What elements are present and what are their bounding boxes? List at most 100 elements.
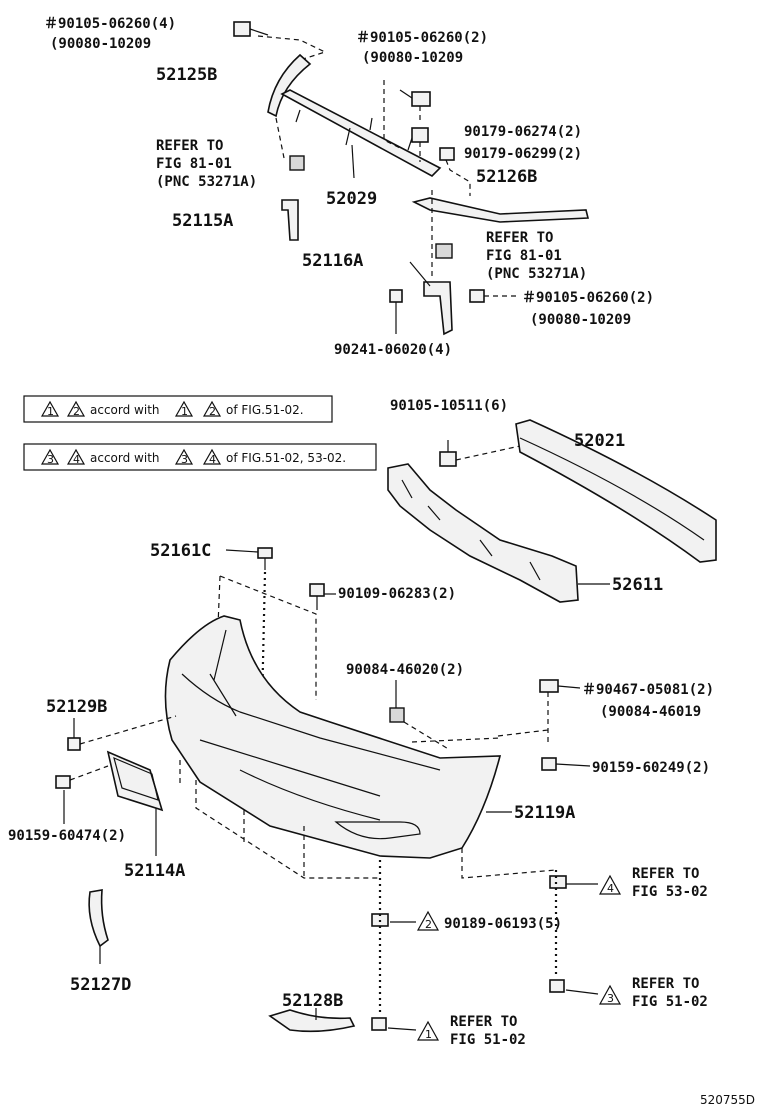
label-52126b: 52126B	[476, 167, 537, 187]
triangle-mark-text: 1	[425, 1028, 432, 1041]
label-90105-06260-2: ＃90105-06260(2)	[522, 290, 654, 306]
bolt-icon	[233, 21, 269, 37]
detail-line	[181, 673, 441, 840]
label-refer-to: REFER TO	[156, 138, 223, 154]
leader-line	[403, 721, 451, 751]
leader-line	[257, 35, 327, 61]
leader-line	[419, 142, 471, 196]
note-text: accord with	[90, 451, 160, 465]
leader-line	[455, 445, 521, 461]
strip-52126b	[411, 197, 590, 223]
label-52116a: 52116A	[302, 251, 363, 271]
label-52114a: 52114A	[124, 861, 185, 881]
clip-icon	[257, 547, 273, 570]
triangle-mark-4	[598, 874, 622, 895]
label-90084-46019: (90084-46019	[600, 704, 701, 720]
molding-52128b	[268, 1009, 356, 1033]
leader-line	[69, 765, 109, 781]
triangle-mark-1	[416, 1020, 440, 1041]
label-fig-81-01: FIG 81-01	[486, 248, 562, 264]
label-52128b: 52128B	[282, 991, 343, 1011]
leader-line	[79, 715, 177, 745]
label-52115a: 52115A	[172, 211, 233, 231]
bolt-icon	[541, 757, 557, 771]
side-marker-52114a	[106, 750, 164, 812]
triangle-mark-1: 1	[47, 405, 54, 418]
triangle-mark-text: 2	[425, 918, 432, 931]
clip-icon	[539, 679, 559, 693]
figure-code: 520755D	[700, 1093, 755, 1107]
label-90080-10209: (90080-10209	[362, 50, 463, 66]
leader-line	[411, 737, 501, 743]
screw-icon	[549, 979, 565, 993]
note-text: of FIG.51-02.	[226, 403, 304, 417]
detail-line	[401, 479, 541, 581]
leader-line	[260, 571, 267, 707]
leader-line	[387, 1027, 417, 1031]
leader-line	[565, 989, 599, 995]
label-90179-06274: 90179-06274(2)	[464, 124, 582, 140]
bolt-icon	[399, 89, 431, 107]
label-90467-05081: ＃90467-05081(2)	[582, 682, 714, 698]
triangle-mark-3: 3	[47, 453, 54, 466]
reinforcement-52021	[515, 419, 717, 563]
label-fig-51-02: FIG 51-02	[450, 1032, 526, 1048]
bolt-icon	[469, 289, 485, 303]
label-90241-06020: 90241-06020(4)	[334, 342, 452, 358]
bolt-icon	[309, 583, 325, 610]
label-refer-to: REFER TO	[632, 976, 699, 992]
triangle-mark-text: 3	[607, 992, 614, 1005]
clip-icon	[389, 707, 405, 723]
label-52161c: 52161C	[150, 541, 211, 561]
label-90105-06260-4: ＃90105-06260(4)	[44, 16, 176, 32]
leader-line	[219, 575, 317, 700]
leader-line	[179, 760, 557, 879]
bracket-52115a	[281, 199, 299, 241]
triangle-mark-1: 1	[181, 405, 188, 418]
bracket-52125b	[267, 53, 312, 118]
label-refer-to: REFER TO	[632, 866, 699, 882]
triangle-mark-text: 4	[607, 882, 614, 895]
bolt-icon	[55, 775, 71, 789]
label-52127d: 52127D	[70, 975, 131, 995]
clip-icon	[549, 875, 567, 889]
note-box-1: 1 2 accord with 1 2 of FIG.51-02.	[23, 395, 333, 423]
molding-52127d	[88, 889, 109, 948]
clip-icon	[435, 243, 453, 259]
label-90159-60249: 90159-60249(2)	[592, 760, 710, 776]
detail-line	[519, 437, 705, 541]
label-90189-06193: 90189-06193(5)	[444, 916, 562, 932]
triangle-mark-4: 4	[73, 453, 80, 466]
clip-icon	[289, 155, 305, 171]
label-fig-51-02: FIG 51-02	[632, 994, 708, 1010]
screw-icon	[371, 1017, 387, 1031]
label-refer-to: REFER TO	[450, 1014, 517, 1030]
label-90109-06283: 90109-06283(2)	[338, 586, 456, 602]
leader-line	[555, 763, 591, 767]
detail-line	[295, 109, 413, 151]
label-90105-10511: 90105-10511(6)	[390, 398, 508, 414]
bolt-icon	[389, 289, 403, 303]
bracket-52116a	[423, 281, 453, 336]
nut-icon	[411, 127, 429, 143]
label-90179-06299: 90179-06299(2)	[464, 146, 582, 162]
leader-line	[383, 80, 401, 149]
leader-line	[557, 685, 581, 689]
label-pnc-53271a: (PNC 53271A)	[486, 266, 587, 282]
leader-line	[275, 117, 285, 159]
label-52119a: 52119A	[514, 803, 575, 823]
bumper-cover-52119a	[164, 615, 502, 859]
absorber-52611	[387, 463, 579, 603]
leader-line	[351, 144, 355, 179]
label-90159-60474: 90159-60474(2)	[8, 828, 126, 844]
triangle-mark-3: 3	[181, 453, 188, 466]
bracket-52029	[280, 89, 442, 177]
label-90084-46020: 90084-46020(2)	[346, 662, 464, 678]
label-52021: 52021	[574, 431, 625, 451]
note-text: accord with	[90, 403, 160, 417]
label-52129b: 52129B	[46, 697, 107, 717]
label-52125b: 52125B	[156, 65, 217, 85]
label-90105-06260-2: ＃90105-06260(2)	[356, 30, 488, 46]
label-52611: 52611	[612, 575, 663, 595]
detail-line	[209, 629, 237, 717]
